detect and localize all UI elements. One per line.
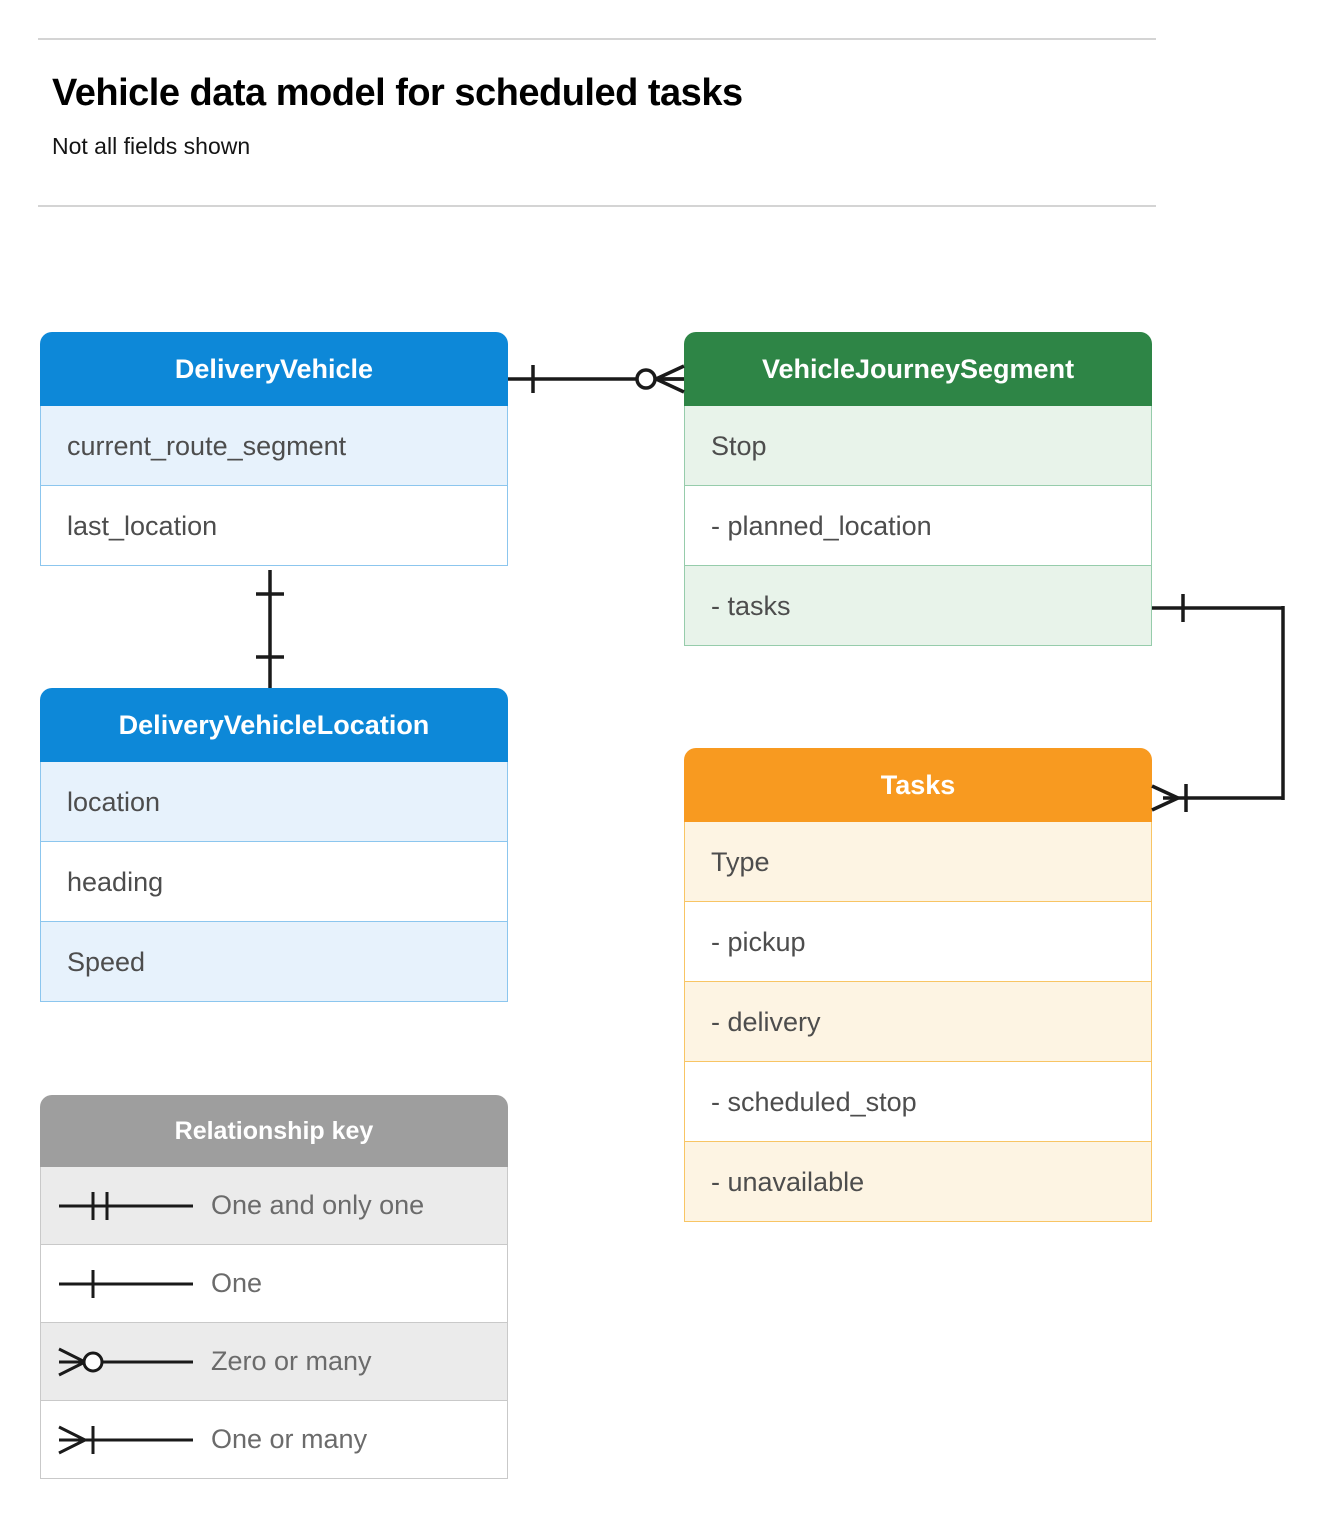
entity-tasks-title: Tasks bbox=[684, 748, 1152, 822]
legend-label: One and only one bbox=[211, 1190, 425, 1220]
entity-row: - pickup bbox=[684, 902, 1152, 982]
entity-row: Type bbox=[684, 822, 1152, 902]
page-title: Vehicle data model for scheduled tasks bbox=[52, 72, 743, 114]
legend-label: Zero or many bbox=[211, 1346, 372, 1376]
legend-row-one: One bbox=[40, 1245, 508, 1323]
entity-row: - planned_location bbox=[684, 486, 1152, 566]
connector-journey-segment-tasks-to-tasks bbox=[1151, 594, 1285, 812]
entity-row: location bbox=[40, 762, 508, 842]
zero-or-many-icon bbox=[41, 1323, 211, 1400]
connector-delivery-vehicle-to-journey-segment bbox=[508, 364, 685, 394]
header-divider-top bbox=[38, 38, 1156, 40]
legend-relationship-key[interactable]: Relationship key One and only one One bbox=[40, 1095, 508, 1479]
one-icon bbox=[41, 1245, 211, 1322]
entity-vehicle-journey-segment[interactable]: VehicleJourneySegment Stop - planned_loc… bbox=[684, 332, 1152, 646]
entity-row: Speed bbox=[40, 922, 508, 1002]
entity-tasks[interactable]: Tasks Type - pickup - delivery - schedul… bbox=[684, 748, 1152, 1222]
entity-vehicle-journey-segment-title: VehicleJourneySegment bbox=[684, 332, 1152, 406]
entity-row: - tasks bbox=[684, 566, 1152, 646]
legend-row-zero-or-many: Zero or many bbox=[40, 1323, 508, 1401]
entity-row: - scheduled_stop bbox=[684, 1062, 1152, 1142]
one-and-only-one-icon bbox=[41, 1167, 211, 1244]
header-divider-bottom bbox=[38, 205, 1156, 207]
legend-label: One bbox=[211, 1268, 263, 1298]
entity-row: heading bbox=[40, 842, 508, 922]
legend-row-one-and-only-one: One and only one bbox=[40, 1167, 508, 1245]
entity-row: - delivery bbox=[684, 982, 1152, 1062]
legend-row-one-or-many: One or many bbox=[40, 1401, 508, 1479]
page-subtitle: Not all fields shown bbox=[52, 133, 251, 159]
entity-row: - unavailable bbox=[684, 1142, 1152, 1222]
entity-delivery-vehicle-title: DeliveryVehicle bbox=[40, 332, 508, 406]
entity-row: Stop bbox=[684, 406, 1152, 486]
entity-delivery-vehicle-location[interactable]: DeliveryVehicleLocation location heading… bbox=[40, 688, 508, 1002]
legend-title: Relationship key bbox=[40, 1095, 508, 1167]
connector-delivery-vehicle-to-vehicle-location bbox=[256, 570, 284, 688]
one-or-many-icon bbox=[41, 1401, 211, 1478]
legend-label: One or many bbox=[211, 1424, 368, 1454]
entity-delivery-vehicle-location-title: DeliveryVehicleLocation bbox=[40, 688, 508, 762]
entity-delivery-vehicle[interactable]: DeliveryVehicle current_route_segment la… bbox=[40, 332, 508, 566]
entity-row: current_route_segment bbox=[40, 406, 508, 486]
entity-row: last_location bbox=[40, 486, 508, 566]
